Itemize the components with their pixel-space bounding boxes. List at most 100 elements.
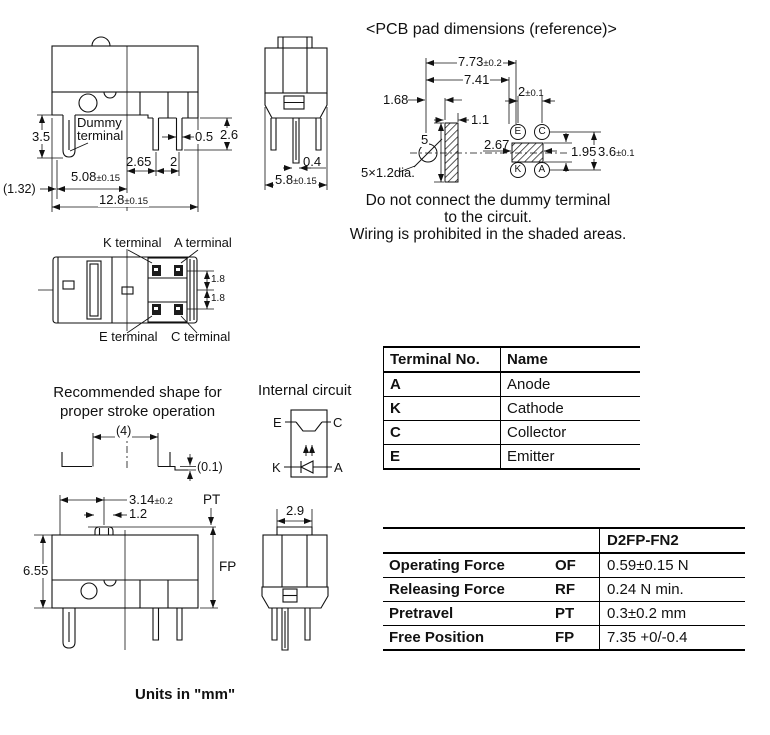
dim-5-08-tol: ±0.15 bbox=[96, 173, 121, 184]
dim-5-8-main: 5.8 bbox=[275, 172, 294, 187]
terminal-table-header-name: Name bbox=[500, 347, 640, 373]
stroke-title-line1: Recommended shape for bbox=[53, 384, 222, 401]
table-row: K Cathode bbox=[383, 396, 640, 421]
front-view-drawing bbox=[264, 36, 328, 164]
spec-header-empty bbox=[383, 528, 555, 554]
pcb-pad-dimensions bbox=[408, 58, 601, 183]
stroke-title-line2: proper stroke operation bbox=[59, 403, 216, 420]
dim-1-32: (1.32) bbox=[3, 182, 36, 196]
dim-4: (4) bbox=[115, 424, 133, 439]
side-view-drawing bbox=[51, 36, 199, 158]
dummy-terminal-label-line1: Dummy bbox=[77, 115, 122, 130]
lower-front-view-drawing bbox=[261, 526, 329, 651]
circuit-label-e: E bbox=[273, 415, 282, 430]
pcb-pad-diagram bbox=[398, 122, 550, 183]
dim-7-73-tol: ±0.2 bbox=[483, 58, 502, 69]
pretravel-label: PT bbox=[203, 492, 221, 507]
pcb-warning-text: Do not connect the dummy terminal to the… bbox=[330, 192, 646, 243]
table-row: Pretravel PT 0.3±0.2 mm bbox=[383, 601, 745, 626]
spec-label: Free Position bbox=[383, 625, 555, 651]
dim-3-14-main: 3.14 bbox=[129, 492, 155, 507]
dim-1-8-top: 1.8 bbox=[210, 274, 226, 286]
terminal-name: Anode bbox=[500, 372, 640, 397]
dim-2-6: 2.6 bbox=[219, 127, 240, 142]
spec-label: Releasing Force bbox=[383, 577, 555, 602]
spec-abbr: OF bbox=[555, 553, 600, 578]
dim-0-5: 0.5 bbox=[194, 129, 215, 144]
circuit-label-a: A bbox=[334, 460, 343, 475]
spec-value: 0.3±0.2 mm bbox=[599, 601, 745, 626]
stroke-shape-drawing bbox=[61, 433, 188, 471]
circuit-label-k: K bbox=[272, 460, 281, 475]
terminal-name: Collector bbox=[500, 420, 640, 445]
dim-3-14: 3.14±0.2 bbox=[129, 493, 173, 507]
internal-circuit-title: Internal circuit bbox=[258, 382, 352, 399]
terminal-name: Cathode bbox=[500, 396, 640, 421]
spec-model: D2FP-FN2 bbox=[599, 528, 745, 554]
dim-5-8: 5.8±0.15 bbox=[274, 173, 318, 187]
pad-label-k: K bbox=[514, 164, 522, 175]
table-row: E Emitter bbox=[383, 444, 640, 470]
spec-value: 0.59±0.15 N bbox=[599, 553, 745, 578]
spec-value: 0.24 N min. bbox=[599, 577, 745, 602]
pad-label-e: E bbox=[514, 126, 522, 137]
dim-1-68: 1.68 bbox=[383, 92, 409, 107]
warning-line-1: Do not connect the dummy terminal bbox=[365, 192, 611, 209]
dim-6-55: 6.55 bbox=[22, 563, 50, 578]
warning-line-3: Wiring is prohibited in the shaded areas… bbox=[349, 226, 627, 243]
spec-abbr: PT bbox=[555, 601, 600, 626]
bottom-view-dimensions bbox=[38, 249, 214, 331]
dim-2-9: 2.9 bbox=[286, 503, 305, 518]
dim-7-41: 7.41 bbox=[463, 72, 491, 87]
dim-3-6-main: 3.6 bbox=[598, 144, 617, 159]
dim-1-2: 1.2 bbox=[129, 506, 148, 521]
bottom-view-drawing bbox=[52, 249, 199, 334]
spec-label: Pretravel bbox=[383, 601, 555, 626]
dim-0-1: (0.1) bbox=[196, 460, 224, 475]
dim-12-8-main: 12.8 bbox=[99, 192, 125, 207]
spec-label: Operating Force bbox=[383, 553, 555, 578]
lower-front-view-dimensions bbox=[276, 509, 313, 527]
free-position-label: FP bbox=[219, 559, 237, 574]
table-row: Free Position FP 7.35 +0/-0.4 bbox=[383, 625, 745, 651]
spec-abbr: RF bbox=[555, 577, 600, 602]
terminal-no: A bbox=[383, 372, 501, 397]
units-note: Units in "mm" bbox=[135, 686, 236, 703]
dim-5-8-tol: ±0.15 bbox=[293, 176, 317, 187]
stroke-shape-dimensions bbox=[93, 431, 196, 481]
dim-2: 2 bbox=[170, 154, 178, 169]
dummy-terminal-label-line2: terminal bbox=[77, 128, 124, 143]
side-view-dimensions bbox=[37, 46, 232, 212]
table-row: A Anode bbox=[383, 372, 640, 397]
dim-1-95: 1.95 bbox=[570, 144, 598, 159]
lower-side-view-dimensions bbox=[34, 495, 218, 650]
table-row: Operating Force OF 0.59±0.15 N bbox=[383, 553, 745, 578]
internal-circuit-diagram bbox=[284, 409, 332, 478]
k-terminal-label: K terminal bbox=[103, 235, 162, 250]
dim-3-6-tol: ±0.1 bbox=[616, 148, 635, 159]
dim-2-pad-main: 2 bbox=[518, 84, 526, 99]
dim-12-8-tol: ±0.15 bbox=[124, 196, 149, 207]
a-terminal-label: A terminal bbox=[174, 235, 232, 250]
pad-diameter-note: 5×1.2dia. bbox=[361, 165, 415, 180]
terminal-table-header-no: Terminal No. bbox=[383, 347, 501, 373]
terminal-table: Terminal No. Name A Anode K Cathode C Co… bbox=[383, 346, 640, 470]
pcb-section-title: <PCB pad dimensions (reference)> bbox=[366, 21, 617, 38]
dim-1-1: 1.1 bbox=[471, 112, 490, 127]
spec-value: 7.35 +0/-0.4 bbox=[599, 625, 745, 651]
dim-7-73: 7.73±0.2 bbox=[457, 55, 503, 69]
spec-abbr: FP bbox=[555, 625, 600, 651]
dim-5-08-main: 5.08 bbox=[71, 169, 97, 184]
e-terminal-label: E terminal bbox=[99, 329, 158, 344]
pad-label-c: C bbox=[538, 126, 546, 137]
dim-7-73-main: 7.73 bbox=[458, 54, 484, 69]
pad-label-a: A bbox=[538, 164, 546, 175]
terminal-no: K bbox=[383, 396, 501, 421]
table-row: Releasing Force RF 0.24 N min. bbox=[383, 577, 745, 602]
dim-3-14-tol: ±0.2 bbox=[154, 496, 173, 507]
dim-0-4: 0.4 bbox=[303, 154, 322, 169]
terminal-no: E bbox=[383, 444, 501, 470]
spec-table-header-row: D2FP-FN2 bbox=[383, 528, 745, 554]
